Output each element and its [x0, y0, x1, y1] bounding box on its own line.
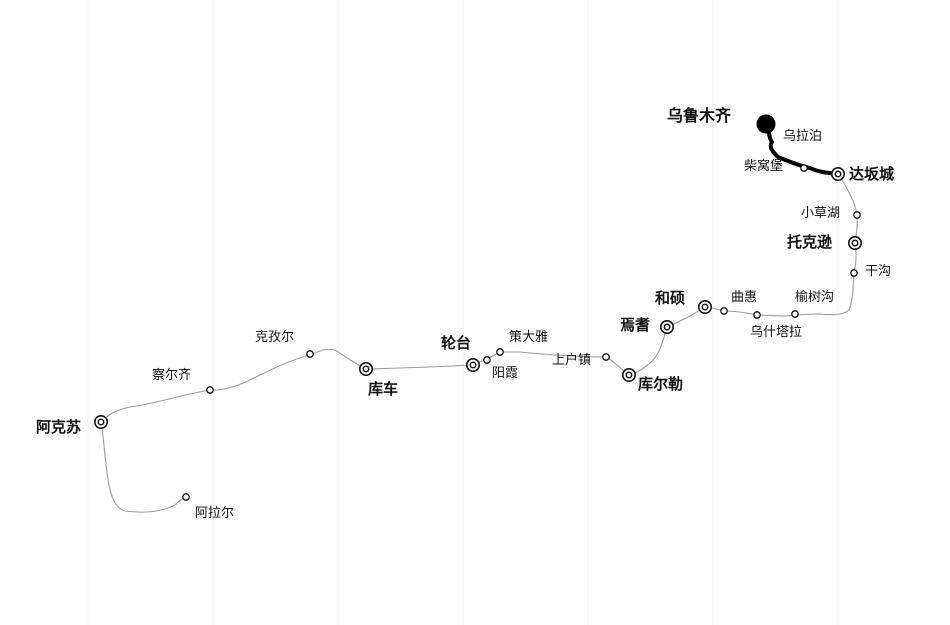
station-marker-chaerqi: [206, 386, 214, 394]
label-yanqi: 焉耆: [620, 316, 651, 334]
station-marker-kuche: [358, 361, 373, 376]
station-marker-dabancheng: [830, 167, 845, 182]
station-marker-wushitala: [753, 311, 761, 319]
label-yushugou: 榆树沟: [795, 290, 835, 305]
station-marker-urumqi: [756, 114, 776, 134]
station-marker-luntai: [465, 357, 480, 372]
station-marker-chaiwopu: [800, 164, 808, 172]
label-aksu: 阿克苏: [36, 418, 82, 436]
label-xiaocaohu: 小草湖: [801, 206, 841, 221]
station-marker-toksun: [847, 236, 862, 251]
background-grid: [87, 0, 839, 625]
label-korla: 库尔勒: [638, 375, 684, 393]
label-chaiwopu: 柴窝堡: [744, 159, 784, 174]
station-marker-kezier: [306, 350, 314, 358]
station-marker-korla: [621, 367, 636, 382]
label-alaer: 阿拉尔: [195, 506, 235, 521]
station-marker-yushugou: [791, 310, 799, 318]
label-quhui: 曲惠: [731, 290, 758, 305]
label-wushitala: 乌什塔拉: [750, 325, 803, 340]
station-markers: [94, 114, 862, 501]
label-luntai: 轮台: [441, 334, 472, 352]
label-cedaya: 策大雅: [509, 330, 549, 345]
station-marker-yanqi: [659, 319, 674, 334]
station-marker-cedaya: [496, 348, 504, 356]
station-marker-quhui: [720, 307, 728, 315]
label-chaerqi: 察尔齐: [152, 368, 192, 383]
station-marker-aksu: [94, 414, 109, 429]
station-marker-xiaocaohu: [853, 211, 861, 219]
label-kezier: 克孜尔: [255, 330, 295, 345]
label-wulabo: 乌拉泊: [783, 129, 823, 144]
label-urumqi: 乌鲁木齐: [667, 106, 732, 125]
railway-branch-alaer: [100, 421, 187, 513]
station-marker-alaer: [182, 493, 190, 501]
railway-urumqi-dabancheng: [764, 122, 840, 176]
station-marker-yangxia: [483, 356, 491, 364]
label-toksun: 托克逊: [787, 233, 833, 251]
label-yangxia: 阳霞: [492, 366, 519, 381]
station-marker-shanghuzhen: [602, 353, 610, 361]
station-marker-heshuo: [697, 299, 712, 314]
label-gangou: 干沟: [865, 264, 892, 279]
label-dabancheng: 达坂城: [849, 165, 895, 183]
station-marker-gangou: [850, 269, 858, 277]
label-heshuo: 和硕: [655, 289, 686, 307]
label-shanghuzhen: 上户镇: [552, 353, 592, 368]
label-kuche: 库车: [368, 380, 399, 398]
